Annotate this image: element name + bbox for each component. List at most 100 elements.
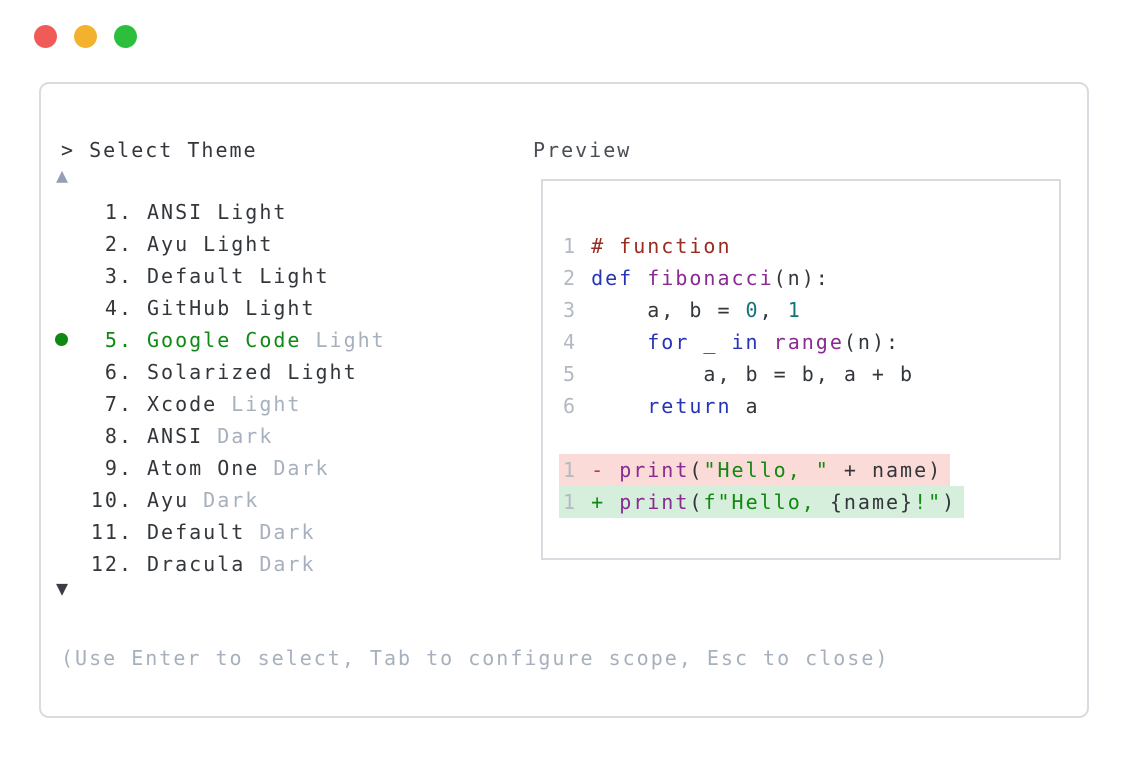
- theme-name: ANSI: [147, 424, 204, 448]
- theme-list-item[interactable]: 9. Atom One Dark: [55, 452, 386, 484]
- line-number: 6: [563, 394, 578, 418]
- code-token: in: [731, 330, 760, 354]
- selection-marker: [55, 388, 69, 420]
- theme-list-item[interactable]: 6. Solarized Light: [55, 356, 386, 388]
- spacer: [577, 362, 591, 386]
- line-number: 1: [563, 458, 578, 482]
- code-line: 1 # function: [563, 230, 964, 262]
- selection-marker: [55, 452, 69, 484]
- theme-label: Ayu Dark: [147, 484, 386, 516]
- spacer: [133, 484, 147, 516]
- code-line: 6 return a: [563, 390, 964, 422]
- code-token: ): [942, 490, 957, 514]
- code-token: 0: [745, 298, 760, 322]
- selection-marker: [55, 260, 69, 292]
- spacer: [189, 488, 203, 512]
- code-token: def: [591, 266, 634, 290]
- maximize-button[interactable]: [114, 25, 137, 48]
- code-token: f"Hello,: [703, 490, 830, 514]
- selection-marker: [55, 484, 69, 516]
- theme-variant: Light: [217, 200, 288, 224]
- spacer: [133, 260, 147, 292]
- spacer: [217, 392, 231, 416]
- theme-name: Xcode: [147, 392, 218, 416]
- code-line: 4 for _ in range(n):: [563, 326, 964, 358]
- theme-list-item[interactable]: 11. Default Dark: [55, 516, 386, 548]
- theme-name: Google Code: [147, 328, 302, 352]
- spacer: [133, 196, 147, 228]
- theme-list-item[interactable]: 2. Ayu Light: [55, 228, 386, 260]
- theme-number: 7.: [104, 392, 133, 416]
- code-token: {name}: [829, 490, 915, 514]
- code-token: for: [647, 330, 690, 354]
- theme-list-item[interactable]: 5. Google Code Light: [55, 324, 386, 356]
- code-token: (n):: [843, 330, 901, 354]
- close-button[interactable]: [34, 25, 57, 48]
- theme-number: 11.: [90, 520, 133, 544]
- spacer: [133, 548, 147, 580]
- theme-number: 3.: [104, 264, 133, 288]
- theme-name: ANSI: [147, 200, 204, 224]
- theme-number: 2.: [104, 232, 133, 256]
- diff-line-added: 1 + print(f"Hello, {name}!"): [559, 486, 965, 518]
- spacer: [133, 452, 147, 484]
- spacer: [133, 292, 147, 324]
- theme-list-item[interactable]: 1. ANSI Light: [55, 196, 386, 228]
- code-token: a: [731, 394, 760, 418]
- keyboard-hint: (Use Enter to select, Tab to configure s…: [61, 646, 890, 670]
- scroll-down-icon[interactable]: ▼: [56, 576, 69, 600]
- line-number: 1: [563, 490, 578, 514]
- diff-sign: +: [591, 490, 606, 514]
- theme-name: Solarized: [147, 360, 274, 384]
- minimize-button[interactable]: [74, 25, 97, 48]
- code-line: 2 def fibonacci(n):: [563, 262, 964, 294]
- theme-list-item[interactable]: 10. Ayu Dark: [55, 484, 386, 516]
- theme-label: Atom One Dark: [147, 452, 386, 484]
- code-token: range: [773, 330, 844, 354]
- theme-label: GitHub Light: [147, 292, 386, 324]
- theme-number: 6.: [104, 360, 133, 384]
- spacer: [189, 232, 203, 256]
- code-token: return: [647, 394, 732, 418]
- diff-highlight: 1 + print(f"Hello, {name}!"): [559, 486, 965, 518]
- selection-marker: [55, 324, 69, 356]
- spacer: [577, 298, 591, 322]
- code-token: [591, 394, 647, 418]
- theme-list-item[interactable]: 7. Xcode Light: [55, 388, 386, 420]
- theme-name: Dracula: [147, 552, 246, 576]
- theme-list-item[interactable]: 3. Default Light: [55, 260, 386, 292]
- selection-marker: [55, 196, 69, 228]
- theme-number: 9.: [104, 456, 133, 480]
- code-token: [760, 330, 774, 354]
- code-line: 3 a, b = 0, 1: [563, 294, 964, 326]
- spacer: [577, 458, 591, 482]
- theme-list-item[interactable]: 8. ANSI Dark: [55, 420, 386, 452]
- theme-variant: Light: [203, 232, 274, 256]
- code-token: 1: [787, 298, 802, 322]
- theme-name: Ayu: [147, 488, 190, 512]
- theme-name: Default: [147, 520, 246, 544]
- spacer: [301, 328, 315, 352]
- theme-label: Solarized Light: [147, 356, 386, 388]
- spacer: [231, 296, 245, 320]
- theme-prompt: > Select Theme: [61, 138, 258, 162]
- theme-variant: Dark: [273, 456, 330, 480]
- theme-variant: Dark: [259, 552, 316, 576]
- theme-variant: Light: [245, 296, 316, 320]
- spacer: [273, 360, 287, 384]
- code-token: (n):: [773, 266, 830, 290]
- theme-label: Default Light: [147, 260, 386, 292]
- scroll-up-icon[interactable]: ▲: [56, 163, 69, 187]
- theme-list-item[interactable]: 12. Dracula Dark: [55, 548, 386, 580]
- theme-number: 12.: [90, 552, 133, 576]
- selection-marker: [55, 356, 69, 388]
- code-token: _: [689, 330, 732, 354]
- line-number: 3: [563, 298, 578, 322]
- line-number: 1: [563, 234, 578, 258]
- theme-list-item[interactable]: 4. GitHub Light: [55, 292, 386, 324]
- diff-sign: -: [591, 458, 606, 482]
